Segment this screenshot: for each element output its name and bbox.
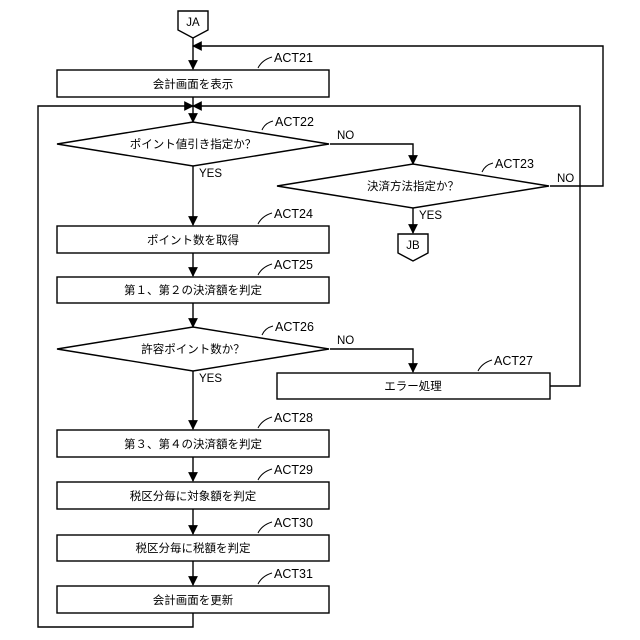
branch-act26-no: NO (337, 335, 354, 347)
step-act30-label: 税区分毎に税額を判定 (136, 541, 251, 555)
branch-act26-yes: YES (199, 373, 222, 385)
decision-act22-label: ポイント値引き指定か？ (130, 137, 257, 151)
decision-act26-id: ACT26 (275, 320, 314, 334)
step-act28-label: 第３、第４の決済額を判定 (124, 437, 262, 451)
decision-act22: ポイント値引き指定か？ ACT22 NO YES (57, 115, 354, 180)
step-act30-id: ACT30 (274, 516, 313, 530)
connector-ja: JA (178, 11, 208, 38)
branch-act22-yes: YES (199, 168, 222, 180)
step-act27-label: エラー処理 (384, 379, 442, 393)
decision-act23-id: ACT23 (495, 157, 534, 171)
decision-act23: 決済方法指定か？ ACT23 NO YES (277, 157, 574, 222)
connector-jb: JB (398, 234, 428, 261)
connector-jb-label: JB (406, 240, 420, 252)
decision-act22-id: ACT22 (275, 115, 314, 129)
step-act25-id: ACT25 (274, 258, 313, 272)
branch-act23-yes: YES (419, 210, 442, 222)
step-act31-label: 会計画面を更新 (153, 593, 234, 607)
step-act24-id: ACT24 (274, 207, 313, 221)
step-act24-label: ポイント数を取得 (147, 233, 239, 247)
decision-act23-label: 決済方法指定か？ (367, 179, 459, 193)
connector-ja-label: JA (186, 17, 200, 29)
step-act27-id: ACT27 (494, 354, 533, 368)
step-act29-label: 税区分毎に対象額を判定 (130, 489, 257, 503)
step-act21-id: ACT21 (274, 51, 313, 65)
step-act31-id: ACT31 (274, 567, 313, 581)
branch-act23-no: NO (557, 173, 574, 185)
step-act28-id: ACT28 (274, 411, 313, 425)
decision-act26-label: 許容ポイント数か？ (141, 342, 245, 356)
step-act21-label: 会計画面を表示 (153, 77, 234, 91)
branch-act22-no: NO (337, 130, 354, 142)
step-act29-id: ACT29 (274, 463, 313, 477)
step-act25-label: 第１、第２の決済額を判定 (124, 283, 262, 297)
